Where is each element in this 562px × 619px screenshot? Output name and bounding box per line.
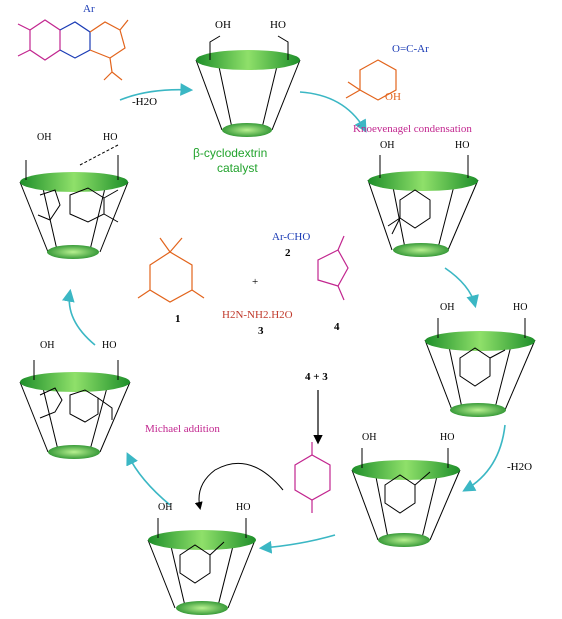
label-ho-b: HO <box>103 132 117 143</box>
cd-knoevenagel <box>367 155 479 257</box>
reagent-hydrazine-number: 3 <box>258 325 264 337</box>
label-ho-f: HO <box>440 432 454 443</box>
label-oh-a: OH <box>215 19 231 31</box>
label-ho-g: HO <box>236 502 250 513</box>
hydrazide-intermediate <box>294 442 331 513</box>
cd-ring-closure <box>19 144 129 259</box>
reagent-dimedone-number: 1 <box>175 313 181 325</box>
arrow-to-adduct <box>444 267 479 309</box>
reagent-aldehyde: Ar-CHO <box>272 231 310 243</box>
cd-enone <box>351 448 461 547</box>
cd-cyclization <box>19 360 131 459</box>
cd-michael <box>147 518 256 615</box>
cycle-arrows <box>62 83 506 554</box>
label-reagent-sum: 4 + 3 <box>305 371 328 383</box>
label-oh-e: OH <box>440 302 454 313</box>
catalyst-name: β-cyclodextrin <box>193 146 267 160</box>
label-ho-d: HO <box>455 140 469 151</box>
cd-aldol-adduct <box>424 318 536 417</box>
arrow-to-michael <box>258 534 336 554</box>
label-oh-enol: OH <box>385 91 401 103</box>
reagent-succinic-anhydride <box>317 235 349 301</box>
arrow-to-closure <box>62 288 96 346</box>
label-ho-c: HO <box>102 340 116 351</box>
arrow-to-dehydration <box>462 424 506 492</box>
label-water-loss-top: -H2O <box>132 96 157 108</box>
arrow-product-release <box>119 83 194 101</box>
label-ho-a: HO <box>270 19 286 31</box>
product-molecule <box>17 19 129 81</box>
label-aldehyde-top: O=C-Ar <box>392 43 429 55</box>
label-oh-b: OH <box>37 132 51 143</box>
reagent-hydrazine: H2N-NH2.H2O <box>222 309 293 321</box>
reagent-enol <box>345 59 397 101</box>
cd-catalyst <box>195 35 301 137</box>
catalyst-role: catalyst <box>217 161 258 175</box>
label-oh-g: OH <box>158 502 172 513</box>
label-ar-product: Ar <box>83 3 95 15</box>
label-water-loss-right: -H2O <box>507 461 532 473</box>
step-michael: Michael addition <box>145 423 220 435</box>
plus-sign: + <box>252 276 258 288</box>
label-ho-e: HO <box>513 302 527 313</box>
reagent-aldehyde-number: 2 <box>285 247 291 259</box>
arrow-to-knoevenagel <box>299 91 367 133</box>
label-oh-f: OH <box>362 432 376 443</box>
arrow-to-cyclization <box>126 452 171 506</box>
reagent-anhydride-number: 4 <box>334 321 340 333</box>
arrow-nucleophilic-attack <box>194 462 284 510</box>
label-oh-d: OH <box>380 140 394 151</box>
reagent-dimedone <box>137 237 205 303</box>
label-oh-c: OH <box>40 340 54 351</box>
step-knoevenagel: Knoevenagel condensation <box>353 123 472 135</box>
